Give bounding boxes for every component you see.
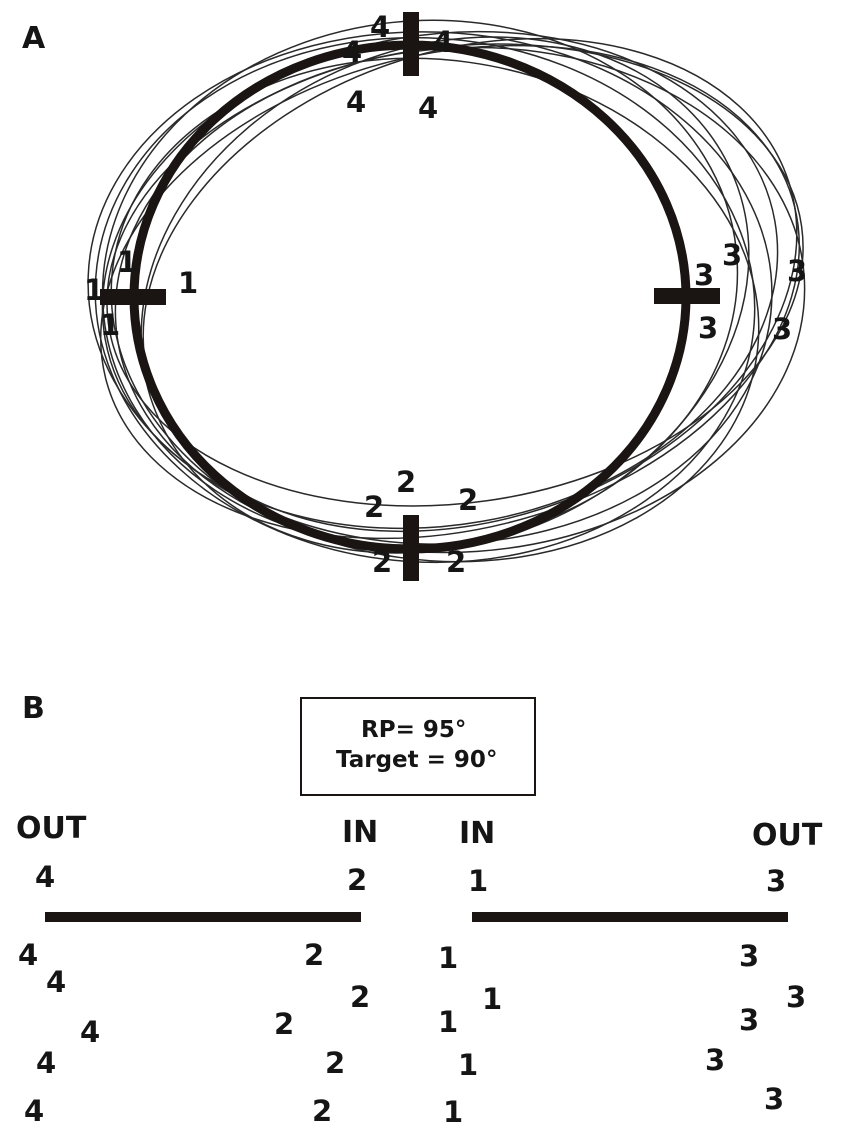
right-axis-line <box>472 912 788 922</box>
left-in-trial: 2 <box>274 1007 294 1041</box>
right-in-trial: 1 <box>438 1005 458 1039</box>
panel-b-label: B <box>22 691 45 726</box>
label-3: 3 <box>772 312 792 346</box>
label-4: 4 <box>418 91 438 125</box>
label-1: 1 <box>117 245 137 279</box>
label-1: 1 <box>84 273 104 307</box>
right-target-out: 3 <box>766 864 786 898</box>
right-out-trial: 3 <box>739 939 759 973</box>
legend-target: Target = 90° <box>336 747 497 773</box>
label-2: 2 <box>364 490 384 524</box>
left-out-trial: 4 <box>24 1094 44 1128</box>
left-in-trial: 2 <box>325 1046 345 1080</box>
left-target-in: 2 <box>347 863 367 897</box>
label-3: 3 <box>722 238 742 272</box>
label-2: 2 <box>396 465 416 499</box>
panel-a: A 4 4 4 4 4 1 1 1 1 <box>22 10 807 581</box>
panel-b: B RP= 95° Target = 90° OUT IN 4 2 4 4 4 … <box>16 691 823 1129</box>
label-2: 2 <box>372 545 392 579</box>
right-out-trial: 3 <box>705 1043 725 1077</box>
label-4: 4 <box>342 35 362 69</box>
label-1: 1 <box>178 266 198 300</box>
label-1: 1 <box>100 308 120 342</box>
label-3: 3 <box>787 254 807 288</box>
panel-a-label: A <box>22 21 46 56</box>
left-target-out: 4 <box>35 860 55 894</box>
left-out-trial: 4 <box>36 1046 56 1080</box>
label-4: 4 <box>433 25 453 59</box>
top-marker <box>403 12 419 76</box>
right-target-in: 1 <box>468 864 488 898</box>
trial-trace <box>101 30 779 530</box>
label-4: 4 <box>370 10 390 44</box>
right-out-trial: 3 <box>786 980 806 1014</box>
right-in-trial: 1 <box>482 982 502 1016</box>
left-axis-line <box>45 912 361 922</box>
trial-trace <box>87 31 773 545</box>
left-out-trial: 4 <box>18 938 38 972</box>
right-in-trial: 1 <box>458 1048 478 1082</box>
label-2: 2 <box>446 545 466 579</box>
label-4: 4 <box>346 85 366 119</box>
label-3: 3 <box>694 258 714 292</box>
right-out-trial: 3 <box>764 1082 784 1116</box>
right-in-heading: IN <box>459 816 495 851</box>
left-marker <box>100 289 166 305</box>
trial-trace <box>100 44 800 540</box>
left-in-trial: 2 <box>304 938 324 972</box>
right-out-heading: OUT <box>752 818 823 853</box>
left-in-heading: IN <box>342 815 378 850</box>
right-marker <box>654 288 720 304</box>
right-in-trial: 1 <box>443 1095 463 1129</box>
legend-rp: RP= 95° <box>361 717 466 743</box>
left-out-trial: 4 <box>46 965 66 999</box>
legend-box <box>300 697 536 796</box>
trial-trace <box>110 57 760 563</box>
right-out-trial: 3 <box>739 1003 759 1037</box>
left-in-trial: 2 <box>350 980 370 1014</box>
bottom-marker <box>403 515 419 581</box>
label-2: 2 <box>458 483 478 517</box>
left-in-trial: 2 <box>312 1094 332 1128</box>
right-in-trial: 1 <box>438 941 458 975</box>
left-out-trial: 4 <box>80 1015 100 1049</box>
label-3: 3 <box>698 311 718 345</box>
left-out-heading: OUT <box>16 811 87 846</box>
